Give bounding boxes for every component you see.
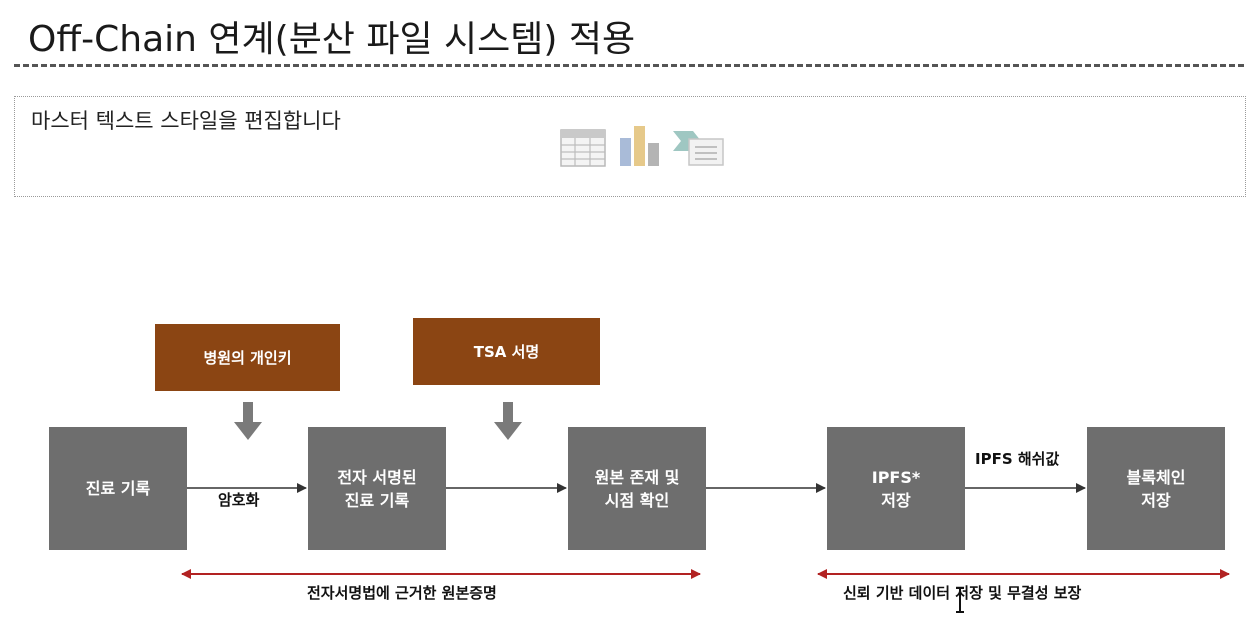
node-medical-record: 진료 기록 [49, 427, 187, 550]
ipfs-hash-label: IPFS 해쉬값 [975, 450, 1060, 468]
content-placeholder[interactable]: 마스터 텍스트 스타일을 편집합니다 [14, 96, 1246, 197]
placeholder-text[interactable]: 마스터 텍스트 스타일을 편집합니다 [31, 109, 341, 133]
span-label-origin-proof: 전자서명법에 근거한 원본증명 [307, 584, 497, 602]
node-ipfs-store: IPFS* 저장 [827, 427, 965, 550]
hospital-private-key-label: 병원의 개인키 [203, 349, 292, 367]
node-label: 진료 기록 [85, 479, 151, 498]
table-icon[interactable] [560, 129, 606, 167]
span-label-trusted-storage: 신뢰 기반 데이터 저장 및 무결성 보장 [843, 584, 1082, 602]
node-label: 원본 존재 및 시점 확인 [594, 467, 680, 510]
hospital-private-key-box: 병원의 개인키 [155, 324, 340, 391]
text-cursor-icon [956, 587, 964, 613]
node-label: 블록체인 저장 [1126, 467, 1186, 510]
smartart-icon[interactable] [671, 127, 727, 167]
node-signed-record: 전자 서명된 진료 기록 [308, 427, 446, 550]
encrypt-label: 암호화 [218, 491, 260, 509]
slide-title: Off-Chain 연계(분산 파일 시스템) 적용 [28, 19, 636, 60]
down-arrow-icon [494, 402, 522, 440]
chart-icon[interactable] [618, 123, 662, 168]
tsa-signature-label: TSA 서명 [473, 343, 540, 361]
node-label: 전자 서명된 진료 기록 [337, 467, 417, 510]
down-arrow-icon [234, 402, 262, 440]
title-divider [14, 64, 1244, 67]
tsa-signature-box: TSA 서명 [413, 318, 600, 385]
node-existence-check: 원본 존재 및 시점 확인 [568, 427, 706, 550]
node-blockchain-store: 블록체인 저장 [1087, 427, 1225, 550]
node-label: IPFS* 저장 [871, 467, 921, 510]
